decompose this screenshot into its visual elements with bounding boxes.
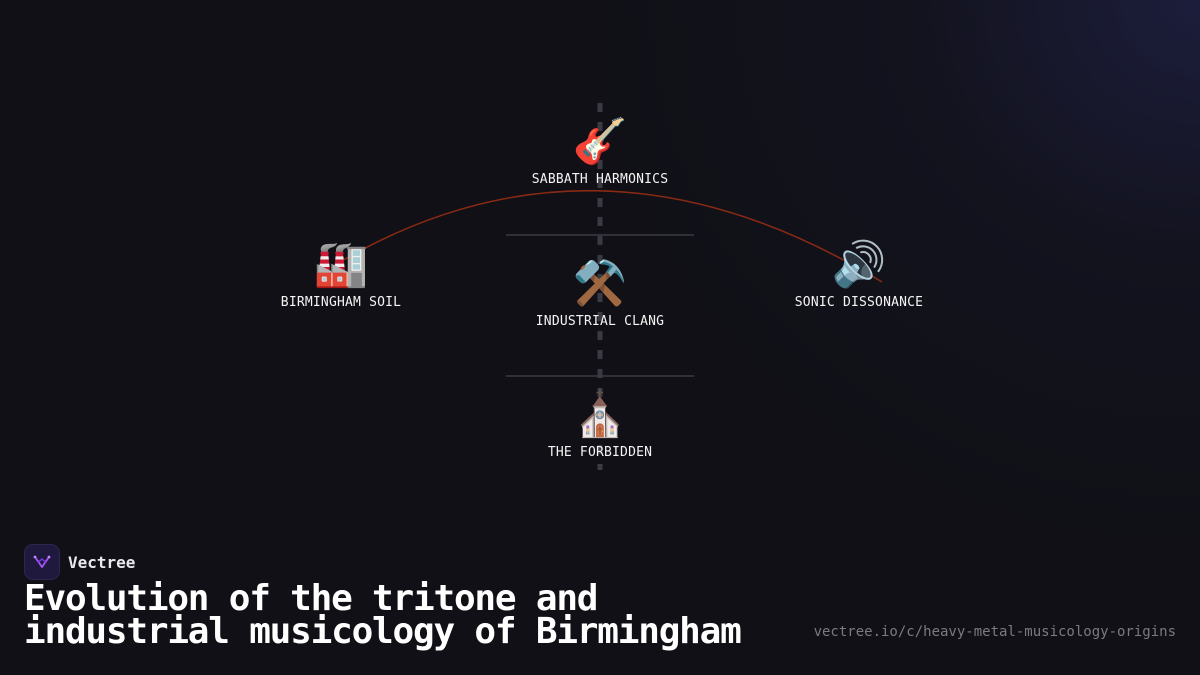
diagram-connectors xyxy=(339,103,883,470)
node-birmingham-soil[interactable]: 🏭 BIRMINGHAM SOIL xyxy=(241,239,441,310)
brand[interactable]: Vectree xyxy=(24,544,135,580)
branching-tree-icon xyxy=(24,544,60,580)
node-sabbath-harmonics[interactable]: 🎸 SABBATH HARMONICS xyxy=(500,116,700,187)
factory-icon: 🏭 xyxy=(313,239,369,290)
arc-connector xyxy=(339,189,883,283)
node-label: INDUSTRIAL CLANG xyxy=(535,314,665,329)
title-line-2: industrial musicology of Birmingham xyxy=(24,611,742,652)
node-sonic-dissonance[interactable]: 🔊 SONIC DISSONANCE xyxy=(759,239,959,310)
source-url[interactable]: vectree.io/c/heavy-metal-musicology-orig… xyxy=(813,624,1176,640)
brand-name: Vectree xyxy=(68,552,136,572)
concept-diagram: 🎸 SABBATH HARMONICS 🏭 BIRMINGHAM SOIL ⚒️… xyxy=(241,103,959,470)
hammer-pick-icon: ⚒️ xyxy=(572,258,628,309)
node-the-forbidden[interactable]: ⛪ THE FORBIDDEN xyxy=(500,389,700,460)
node-industrial-clang[interactable]: ⚒️ INDUSTRIAL CLANG xyxy=(500,258,700,329)
electric-guitar-icon: 🎸 xyxy=(572,116,628,167)
logo-glyph xyxy=(33,555,51,568)
node-label: THE FORBIDDEN xyxy=(547,445,653,460)
node-label: SABBATH HARMONICS xyxy=(531,172,669,187)
title-line-1: Evolution of the tritone and xyxy=(24,578,598,619)
node-label: SONIC DISSONANCE xyxy=(794,295,924,310)
page-title: Evolution of the tritone and industrial … xyxy=(24,581,804,650)
church-icon: ⛪ xyxy=(572,389,628,440)
speaker-icon: 🔊 xyxy=(831,239,887,290)
node-label: BIRMINGHAM SOIL xyxy=(280,295,402,310)
